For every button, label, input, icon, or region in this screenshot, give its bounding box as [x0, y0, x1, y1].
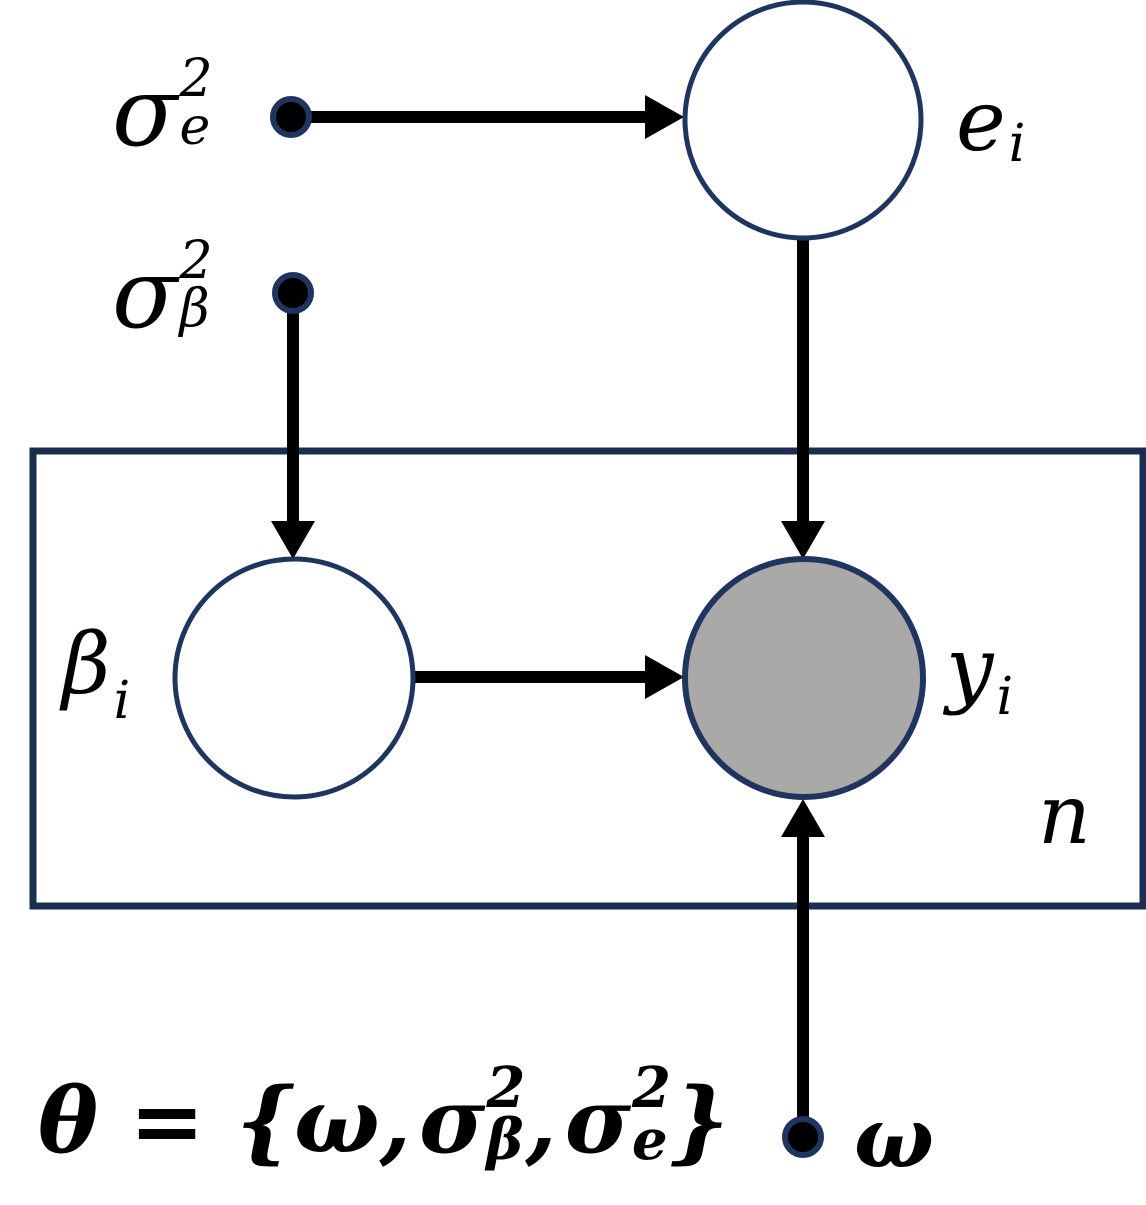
formula-prefix: θ = {ω,: [38, 1068, 412, 1174]
plate-rect: [29, 447, 1146, 910]
sigma-beta-superscript: 2: [179, 231, 213, 291]
node-beta-label-sub: i: [113, 671, 131, 731]
edge-omega-to-y-arrowhead: [781, 799, 825, 837]
formula-sigma-e-sub: e: [632, 1106, 668, 1173]
sigma-e-scripts: 2 e: [179, 49, 213, 157]
label-sigma-e-squared: σ 2 e: [112, 49, 213, 168]
edge-sigma-e-to-e-arrow: [308, 95, 684, 139]
node-e-circle: [682, 0, 924, 241]
label-plate-count-n: n: [1038, 768, 1091, 863]
label-node-beta: β i: [62, 622, 130, 727]
label-sigma-beta-squared: σ 2 β: [112, 231, 213, 350]
node-y-circle-observed: [682, 556, 926, 800]
sigma-e-subscript: e: [179, 96, 211, 157]
edge-beta-to-y-arrow: [413, 655, 684, 699]
formula-sigma-e-scripts: 2 e: [632, 1055, 672, 1173]
edge-sigma-beta-arrowhead: [271, 521, 315, 559]
edge-e-to-y-arrow: [781, 238, 825, 559]
formula-sigma-beta-base: σ: [419, 1068, 486, 1174]
formula-sigma-beta-sup: 2: [486, 1055, 526, 1121]
node-beta-circle: [172, 556, 416, 800]
sigma-e-superscript: 2: [179, 49, 213, 109]
node-y-label-base: y: [946, 619, 994, 717]
edge-beta-to-y-arrowhead: [645, 655, 684, 699]
formula-sigma-beta-term: σ 2 β: [419, 1060, 525, 1174]
param-dot-sigma-e: [270, 96, 312, 138]
formula-sigma-beta-sub: β: [486, 1106, 524, 1173]
formula-sigma-e-sup: 2: [632, 1055, 672, 1121]
edge-sigma-e-arrowhead: [645, 95, 684, 139]
sigma-beta-scripts: 2 β: [179, 231, 213, 339]
formula-comma: ,: [525, 1068, 557, 1174]
label-node-e: e i: [956, 79, 1025, 170]
formula-sigma-beta-scripts: 2 β: [486, 1055, 526, 1173]
node-beta-label-base: β: [62, 615, 111, 713]
label-omega: ω: [854, 1088, 934, 1187]
sigma-beta-base: σ: [112, 238, 178, 350]
node-e-label-sub: i: [1008, 114, 1026, 174]
edge-sigma-beta-to-beta-arrow: [271, 308, 315, 559]
sigma-beta-subscript: β: [179, 278, 210, 339]
param-dot-sigma-beta: [272, 272, 314, 314]
label-node-y: y i: [946, 626, 1013, 723]
formula-close-brace: }: [671, 1068, 729, 1174]
node-e-label-base: e: [956, 72, 1006, 170]
edge-e-to-y-arrowhead: [781, 521, 825, 559]
param-dot-omega: [782, 1116, 824, 1158]
edge-omega-to-y-arrow: [781, 799, 825, 1118]
formula-sigma-e-base: σ: [564, 1068, 632, 1174]
label-theta-formula: θ = {ω, σ 2 β , σ 2 e }: [38, 1060, 729, 1174]
formula-sigma-e-term: σ 2 e: [564, 1060, 671, 1174]
node-y-label-sub: i: [996, 667, 1014, 727]
sigma-e-base: σ: [112, 56, 178, 168]
